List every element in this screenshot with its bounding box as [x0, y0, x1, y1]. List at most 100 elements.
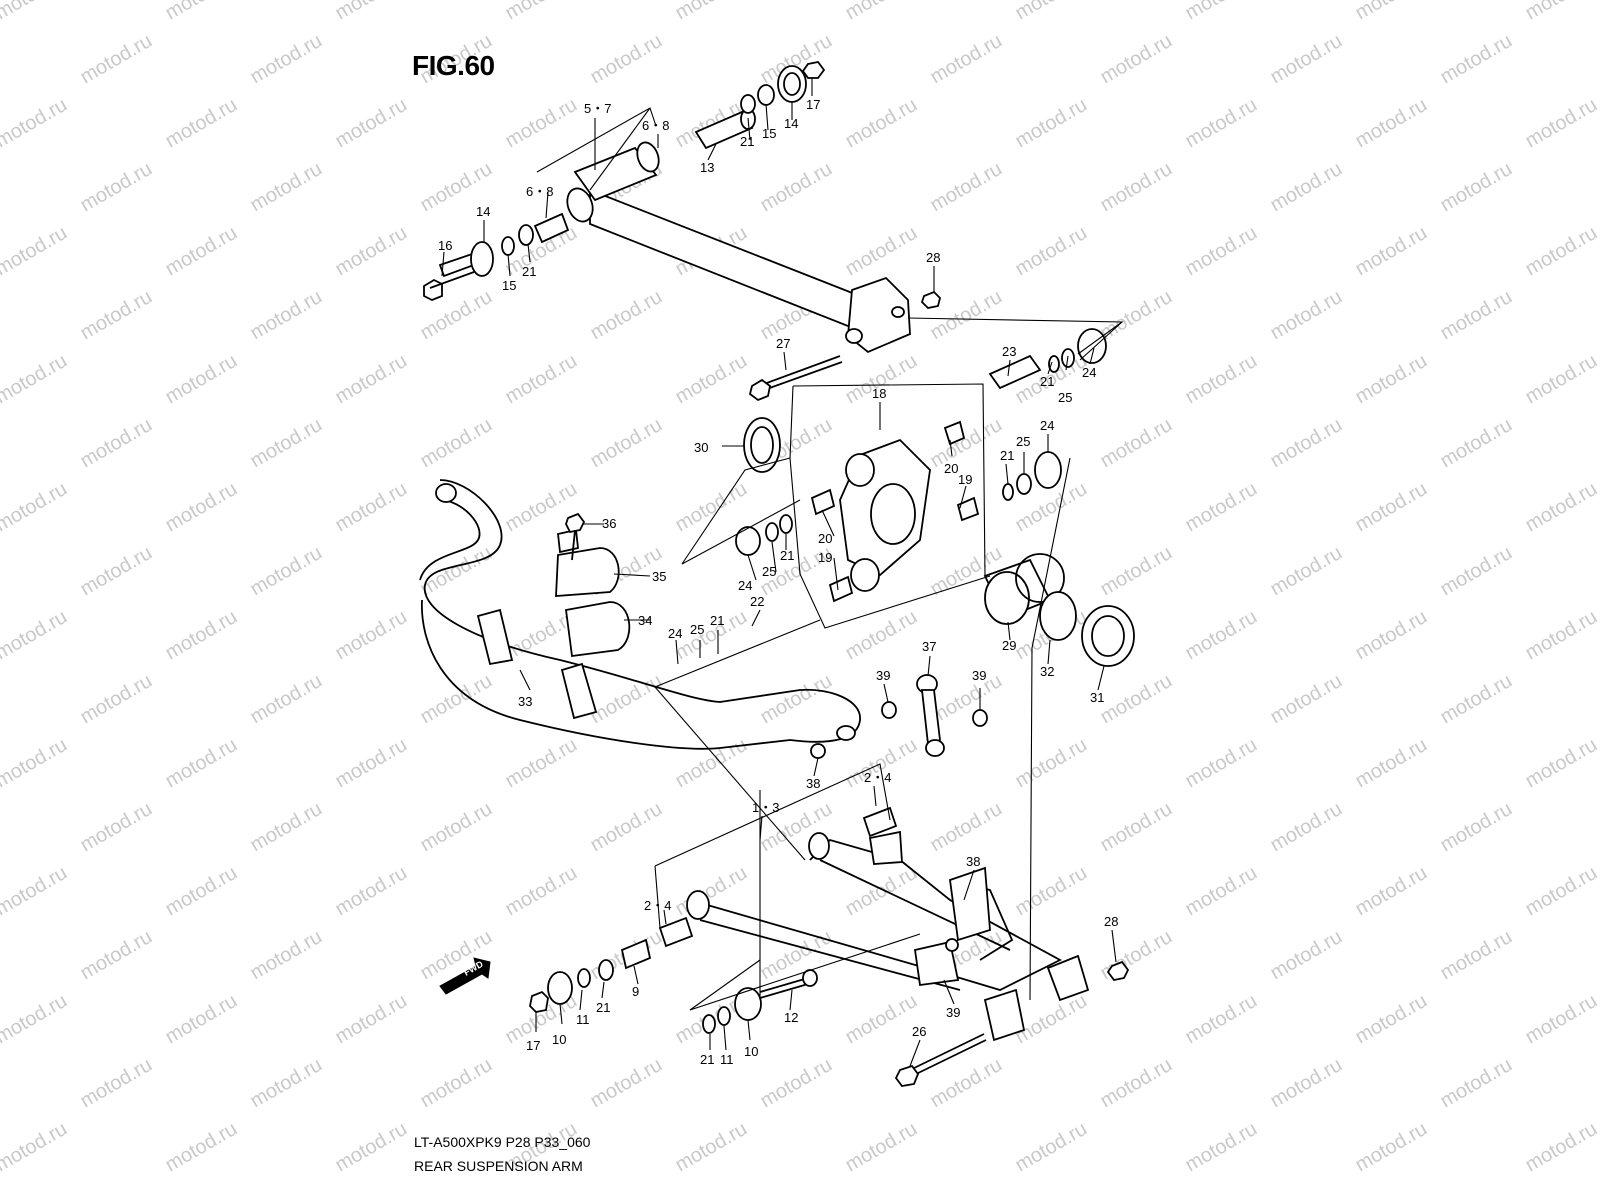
callout-label: 18	[872, 386, 886, 401]
callout-label: 6・8	[642, 118, 669, 133]
callout-label: 11	[720, 1052, 734, 1067]
watermark-text: motod.ru	[502, 862, 581, 921]
callout-label: 15	[502, 278, 516, 293]
figure-code: LT-A500XPK9 P28 P33_060	[414, 1134, 591, 1150]
callout-label: 12	[784, 1010, 798, 1025]
callout-label: 24	[1040, 418, 1054, 433]
watermark-text: motod.ru	[77, 1054, 156, 1113]
watermark-text: motod.ru	[1352, 94, 1431, 153]
watermark-text: motod.ru	[1267, 926, 1346, 985]
watermark-text: motod.ru	[1012, 990, 1091, 1049]
watermark-text: motod.ru	[1097, 798, 1176, 857]
knuckle-hub-carrier	[810, 420, 980, 603]
watermark-text: motod.ru	[0, 734, 71, 793]
callout-label: 23	[1002, 344, 1016, 359]
watermark-text: motod.ru	[1352, 734, 1431, 793]
watermark-text: motod.ru	[1012, 862, 1091, 921]
watermark-text: motod.ru	[1097, 30, 1176, 89]
watermark-text: motod.ru	[1522, 734, 1600, 793]
watermark-text: motod.ru	[842, 1118, 921, 1177]
watermark-text: motod.ru	[0, 862, 71, 921]
watermark-text: motod.ru	[1182, 990, 1261, 1049]
watermark-text: motod.ru	[162, 862, 241, 921]
watermark-text: motod.ru	[247, 798, 326, 857]
watermark-text: motod.ru	[417, 1054, 496, 1113]
callout-label: 39	[972, 668, 986, 683]
watermark-text: motod.ru	[1437, 414, 1516, 473]
watermark-text: motod.ru	[1437, 798, 1516, 857]
callout-label: 19	[818, 550, 832, 565]
watermark-text: motod.ru	[842, 222, 921, 281]
watermark-text: motod.ru	[162, 478, 241, 537]
watermark-text: motod.ru	[332, 606, 411, 665]
watermark-text: motod.ru	[332, 478, 411, 537]
watermark-text: motod.ru	[247, 670, 326, 729]
callout-label: 22	[750, 594, 764, 609]
watermark-text: motod.ru	[77, 926, 156, 985]
watermark-text: motod.ru	[672, 862, 751, 921]
callout-label: 17	[806, 97, 820, 112]
callout-label: 38	[806, 776, 820, 791]
watermark-text: motod.ru	[247, 30, 326, 89]
callout-label: 21	[710, 613, 724, 628]
watermark-text: motod.ru	[1267, 30, 1346, 89]
watermark-text: motod.ru	[0, 222, 71, 281]
watermark-text: motod.ru	[0, 350, 71, 409]
callout-label: 31	[1090, 690, 1104, 705]
watermark-text: motod.ru	[842, 990, 921, 1049]
watermark-text: motod.ru	[587, 414, 666, 473]
watermark-text: motod.ru	[1522, 222, 1600, 281]
callout-label: 36	[602, 516, 616, 531]
watermark-text: motod.ru	[1522, 478, 1600, 537]
watermark-text: motod.ru	[1352, 862, 1431, 921]
watermark-text: motod.ru	[502, 734, 581, 793]
watermark-text: motod.ru	[0, 94, 71, 153]
watermark-text: motod.ru	[1522, 0, 1600, 24]
callout-label: 39	[946, 1005, 960, 1020]
callout-label: 25	[762, 564, 776, 579]
callout-label: 20	[944, 461, 958, 476]
watermark-text: motod.ru	[1182, 478, 1261, 537]
callout-label: 11	[576, 1012, 590, 1027]
watermark-text: motod.ru	[1097, 670, 1176, 729]
watermark-text: motod.ru	[1267, 542, 1346, 601]
callout-label: 30	[694, 440, 708, 455]
watermark-text: motod.ru	[332, 734, 411, 793]
watermark-text: motod.ru	[842, 94, 921, 153]
watermark-text: motod.ru	[1352, 478, 1431, 537]
watermark-text: motod.ru	[332, 350, 411, 409]
watermark-text: motod.ru	[1267, 798, 1346, 857]
watermark-text: motod.ru	[417, 414, 496, 473]
watermark-text: motod.ru	[1437, 286, 1516, 345]
watermark-text: motod.ru	[1182, 94, 1261, 153]
watermark-text: motod.ru	[332, 1118, 411, 1177]
callout-label: 35	[652, 569, 666, 584]
watermark-text: motod.ru	[417, 670, 496, 729]
callout-label: 24	[668, 626, 682, 641]
callout-label: 21	[700, 1052, 714, 1067]
watermark-text: motod.ru	[1522, 1118, 1600, 1177]
callout-label: 1・3	[752, 800, 779, 815]
callout-label: 5・7	[584, 101, 611, 116]
stabilizer-link	[810, 674, 988, 759]
watermark-text: motod.ru	[1097, 414, 1176, 473]
watermark-text: motod.ru	[332, 862, 411, 921]
watermark-text: motod.ru	[587, 798, 666, 857]
lower-bushings	[529, 290, 1130, 1087]
callout-label: 10	[552, 1032, 566, 1047]
callout-label: 21	[780, 548, 794, 563]
watermark-text: motod.ru	[0, 606, 71, 665]
callout-label: 6・8	[526, 184, 553, 199]
watermark-text: motod.ru	[1522, 606, 1600, 665]
watermark-text: motod.ru	[0, 478, 71, 537]
callout-label: 38	[966, 854, 980, 869]
watermark-text: motod.ru	[1097, 1054, 1176, 1113]
callout-label: 14	[476, 204, 490, 219]
callout-label: 16	[438, 238, 452, 253]
callout-label: 2・4	[644, 898, 671, 913]
watermark-text: motod.ru	[77, 542, 156, 601]
watermark-text: motod.ru	[927, 798, 1006, 857]
watermark-text: motod.ru	[162, 222, 241, 281]
